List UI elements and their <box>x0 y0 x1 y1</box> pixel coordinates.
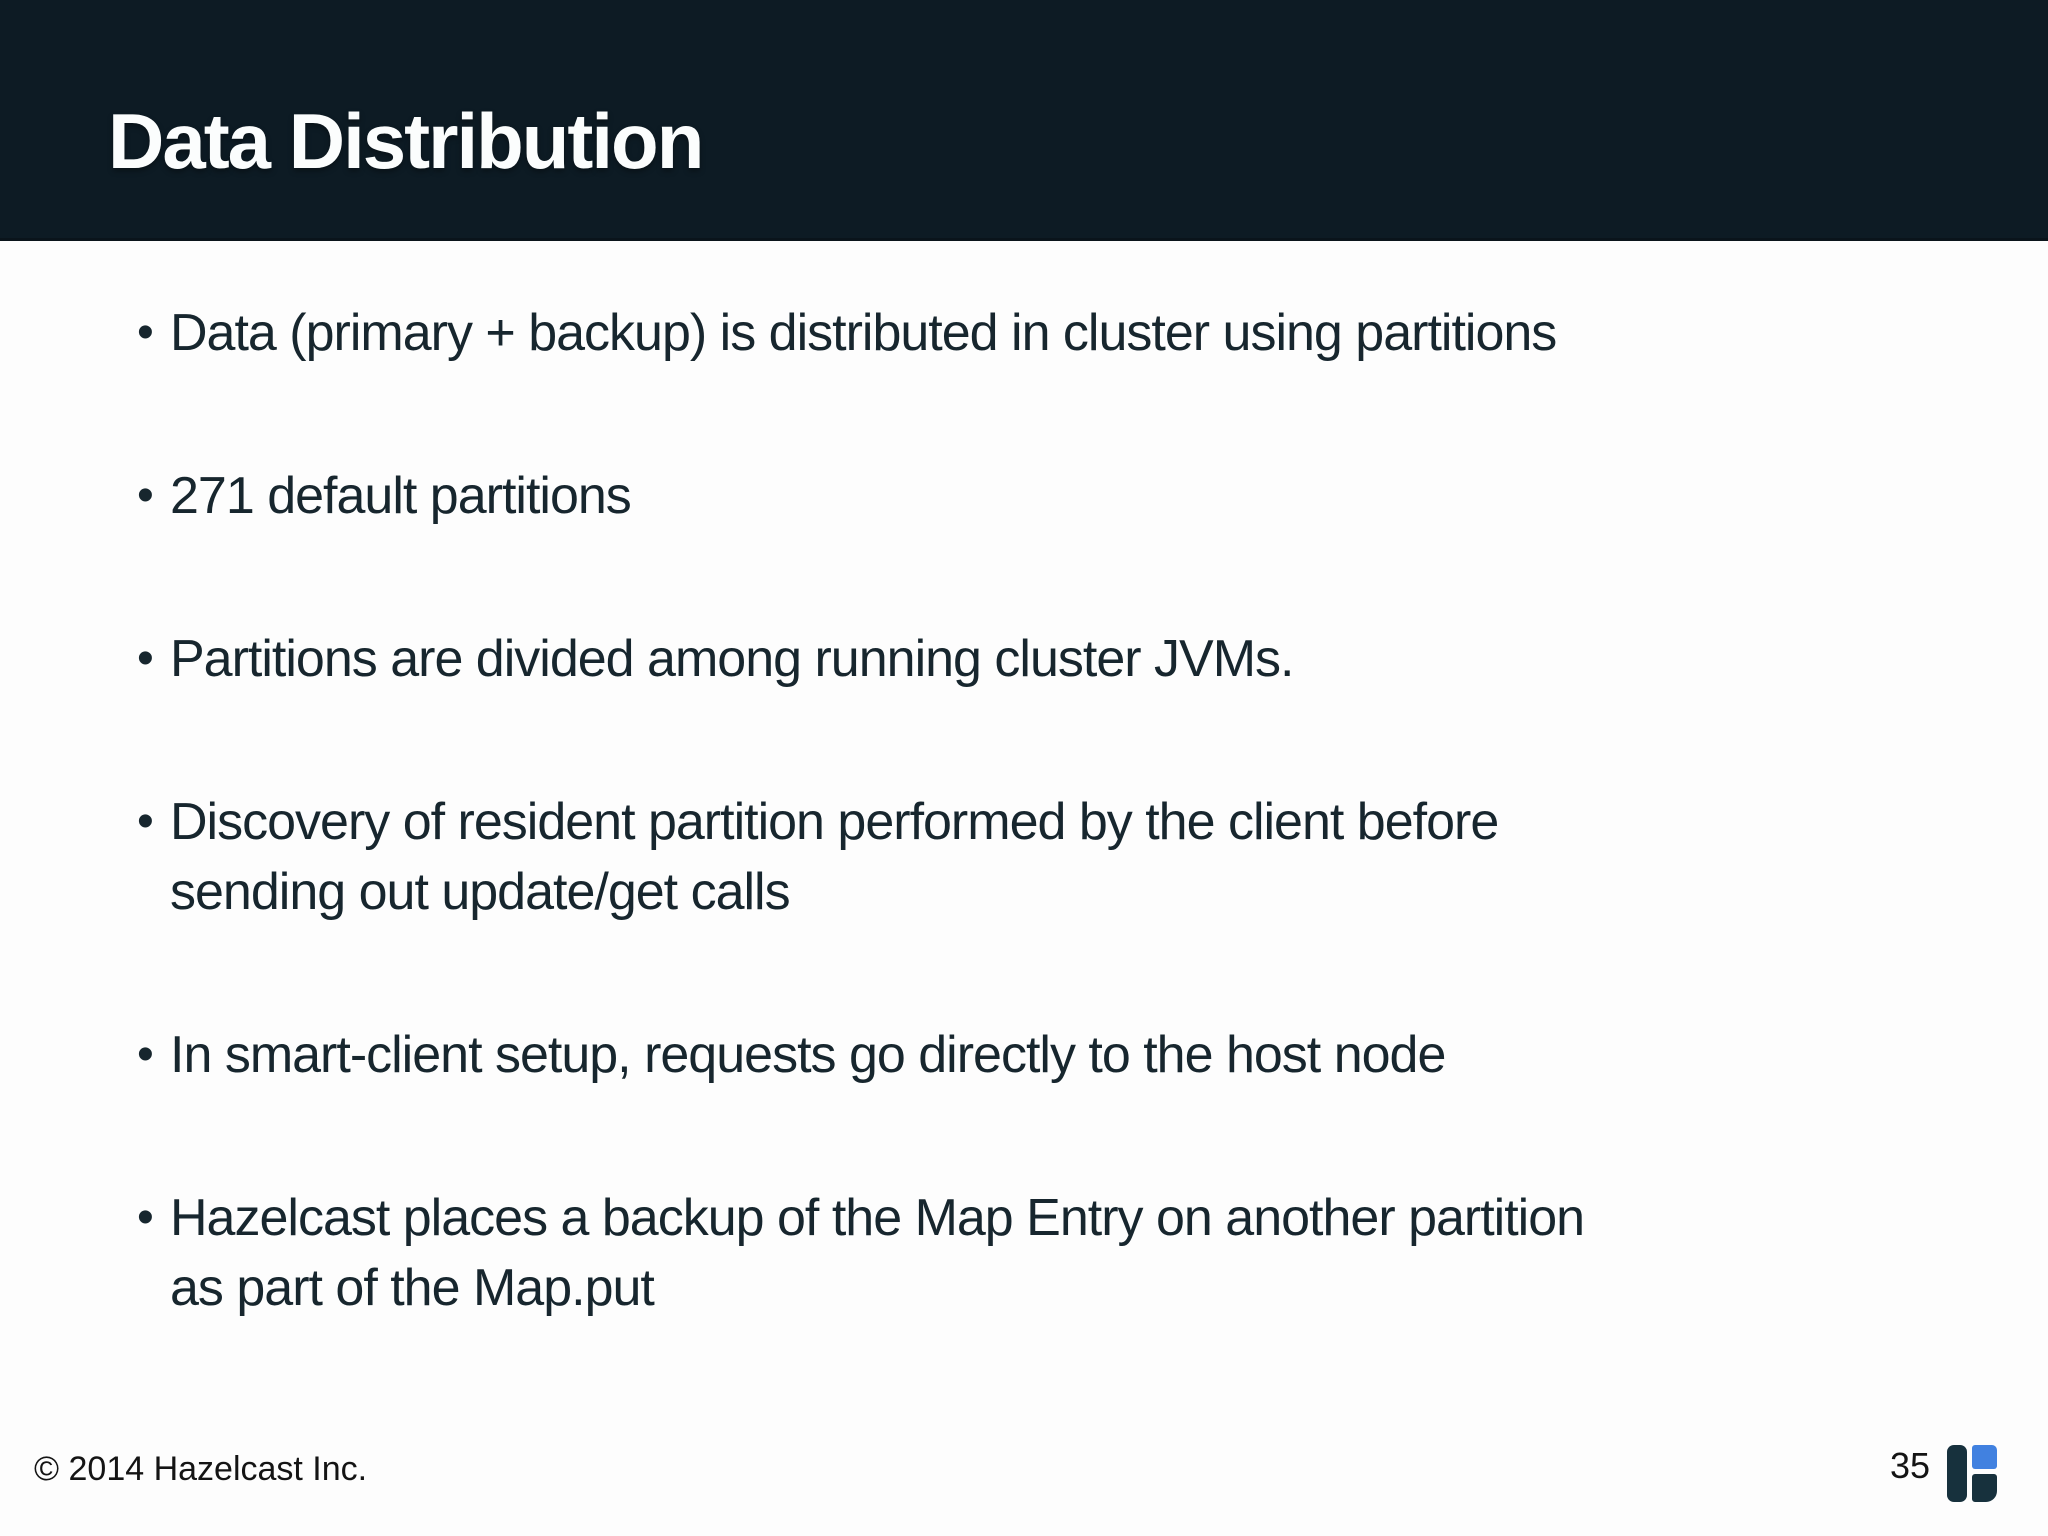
hazelcast-logo-icon <box>1947 1445 1997 1502</box>
slide-title: Data Distribution <box>108 97 704 185</box>
bullet-item: 271 default partitions <box>137 461 1930 531</box>
bullet-list: Data (primary + backup) is distributed i… <box>0 244 2048 1323</box>
logo-dark-square <box>1972 1474 1997 1502</box>
bullet-text: Partitions are divided among running clu… <box>170 630 1294 688</box>
logo-left-bar <box>1947 1445 1967 1502</box>
bullet-text: In smart-client setup, requests go direc… <box>170 1026 1446 1084</box>
bullet-item: Discovery of resident partition performe… <box>137 787 1930 927</box>
bullet-text: Discovery of resident partition performe… <box>170 793 1499 851</box>
copyright-text: © 2014 Hazelcast Inc. <box>34 1450 368 1488</box>
logo-blue-square <box>1972 1445 1997 1469</box>
slide-body: Data (primary + backup) is distributed i… <box>0 244 2048 1416</box>
bullet-item: Partitions are divided among running clu… <box>137 624 1930 694</box>
bullet-text: Data (primary + backup) is distributed i… <box>170 304 1557 362</box>
bullet-item: Data (primary + backup) is distributed i… <box>137 298 1930 368</box>
logo-right-column <box>1972 1445 1997 1502</box>
bullet-text: 271 default partitions <box>170 467 632 525</box>
bullet-item: Hazelcast places a backup of the Map Ent… <box>137 1183 1930 1323</box>
bullet-item: In smart-client setup, requests go direc… <box>137 1020 1930 1090</box>
bullet-text: Hazelcast places a backup of the Map Ent… <box>170 1189 1585 1247</box>
bullet-text: sending out update/get calls <box>170 863 791 921</box>
slide-header: Data Distribution <box>0 0 2048 241</box>
page-number: 35 <box>1889 1445 1930 1486</box>
bullet-text: as part of the Map.put <box>170 1259 655 1317</box>
